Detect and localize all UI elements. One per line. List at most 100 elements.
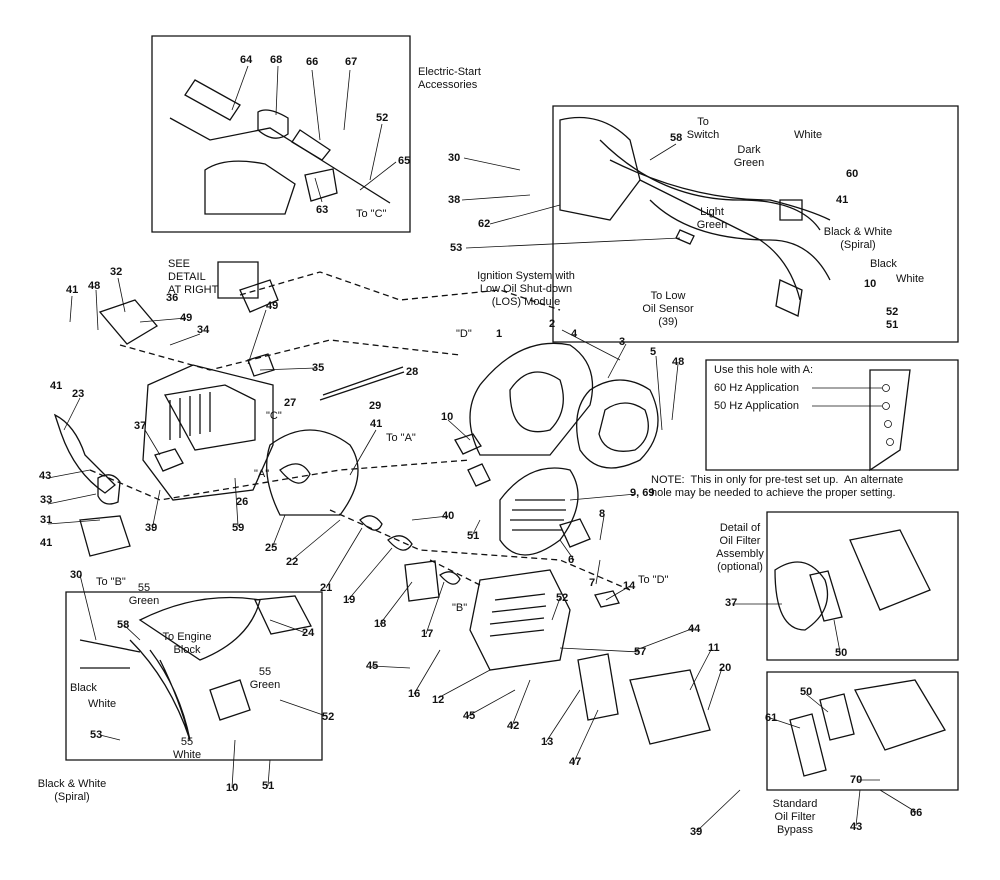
part-label-p17: 17 (421, 628, 434, 640)
note-text: NOTE: This in only for pre-test set up. … (651, 474, 904, 499)
leader-line (489, 204, 561, 225)
part-label-p38a: 38 (448, 194, 461, 206)
part-label-p26: 26 (236, 496, 249, 508)
part-label-p32: 32 (110, 266, 123, 278)
leader-line (437, 669, 491, 699)
leader-line (413, 649, 441, 695)
leader-line (605, 585, 631, 601)
hole-detail-frame (705, 359, 959, 471)
part-label-p23: 23 (72, 388, 85, 400)
part-label-p37b: 37 (725, 597, 738, 609)
leader-line (267, 759, 271, 787)
leader-line (371, 665, 411, 669)
part-label-p18: 18 (374, 618, 387, 630)
part-label-p65: 65 (398, 155, 411, 167)
part-label-p57: 57 (634, 646, 647, 658)
leader-line (655, 355, 663, 431)
lower-wiring-frame (65, 591, 323, 761)
part-label-p40: 40 (442, 510, 455, 522)
part-label-p29: 29 (369, 400, 382, 412)
part-label-p41b: 41 (66, 284, 79, 296)
part-label-p43a: 43 (39, 470, 52, 482)
leader-line (269, 619, 307, 634)
part-label-p70: 70 (850, 774, 863, 786)
leader-line (151, 489, 161, 531)
leader-line (69, 295, 73, 323)
leader-line (769, 717, 801, 729)
leader-line (291, 519, 341, 561)
leader-line (689, 647, 713, 691)
part-label-p50b: 50 (800, 686, 813, 698)
plate-hole (884, 420, 892, 428)
part-label-p5: 5 (650, 346, 657, 358)
leader-line (275, 65, 279, 116)
wiring-frame (552, 105, 959, 343)
plate-hole (882, 402, 890, 410)
leader-line (349, 429, 377, 476)
part-label-p51c: 51 (262, 780, 275, 792)
leader-line (231, 739, 236, 789)
leader-line (599, 515, 605, 541)
callout-white55: 55 White (172, 736, 202, 761)
blower-housing (266, 429, 359, 516)
part-label-p48b: 48 (672, 356, 685, 368)
part-label-p33: 33 (40, 494, 53, 506)
leader-line (231, 65, 249, 111)
part-label-p49a: 49 (180, 312, 193, 324)
leader-line (559, 539, 575, 561)
electric-start-frame (151, 35, 411, 233)
callout-black-b: Black (70, 682, 97, 694)
part-label-p22: 22 (286, 556, 299, 568)
leader-line (695, 789, 741, 833)
callout-to-a: To "A" (386, 432, 416, 444)
leader-line (139, 317, 187, 323)
callout-to-engine-block: To Engine Block (162, 631, 212, 656)
part-label-p30a: 30 (448, 152, 461, 164)
leader-line (279, 699, 327, 717)
part-label-p44: 44 (688, 623, 701, 635)
part-label-p39b: 39 (690, 826, 703, 838)
leader-line (559, 647, 641, 653)
part-label-p47: 47 (569, 756, 582, 768)
part-label-p10b: 10 (441, 411, 454, 423)
part-label-p20: 20 (719, 662, 732, 674)
part-label-p11: 11 (708, 642, 720, 654)
leader-line (379, 581, 413, 625)
leader-line (63, 397, 81, 431)
part-label-p10c: 10 (226, 782, 239, 794)
part-label-p51a: 51 (886, 319, 899, 331)
leader-line (595, 559, 601, 585)
callout-to-low-oil: To Low Oil Sensor (39) (642, 290, 694, 328)
leader-line (467, 689, 516, 717)
callout-white-c: White (88, 698, 117, 710)
flywheel (499, 467, 579, 556)
part-label-p49b: 49 (266, 300, 279, 312)
leader-line (259, 367, 317, 371)
callout-b-mid: "B" (452, 602, 468, 614)
part-label-p35: 35 (312, 362, 325, 374)
part-label-p41c: 41 (50, 380, 63, 392)
leader-line (635, 627, 695, 651)
part-label-p34: 34 (197, 324, 210, 336)
callout-white-b: White (896, 273, 925, 285)
callout-a-mid: "A" (254, 468, 270, 480)
part-label-p12: 12 (432, 694, 445, 706)
part-label-p61: 61 (765, 712, 778, 724)
recoil-cover (576, 379, 659, 469)
part-label-p58a: 58 (670, 132, 683, 144)
part-label-p37a: 37 (134, 420, 147, 432)
leader-line (311, 69, 321, 141)
leader-line (447, 419, 471, 441)
callout-bw-spiral-a: Black & White (Spiral) (823, 226, 893, 251)
part-label-p68: 68 (270, 54, 283, 66)
part-label-p24: 24 (302, 627, 315, 639)
leader-line (325, 527, 363, 589)
part-label-p43b: 43 (850, 821, 863, 833)
detail-square (217, 261, 259, 299)
part-label-p39a: 39 (145, 522, 158, 534)
leader-line (879, 789, 917, 813)
part-label-p2: 2 (549, 318, 556, 330)
callout-black-a: Black (870, 258, 897, 270)
part-label-p9_69: 9, 69 (630, 487, 655, 499)
